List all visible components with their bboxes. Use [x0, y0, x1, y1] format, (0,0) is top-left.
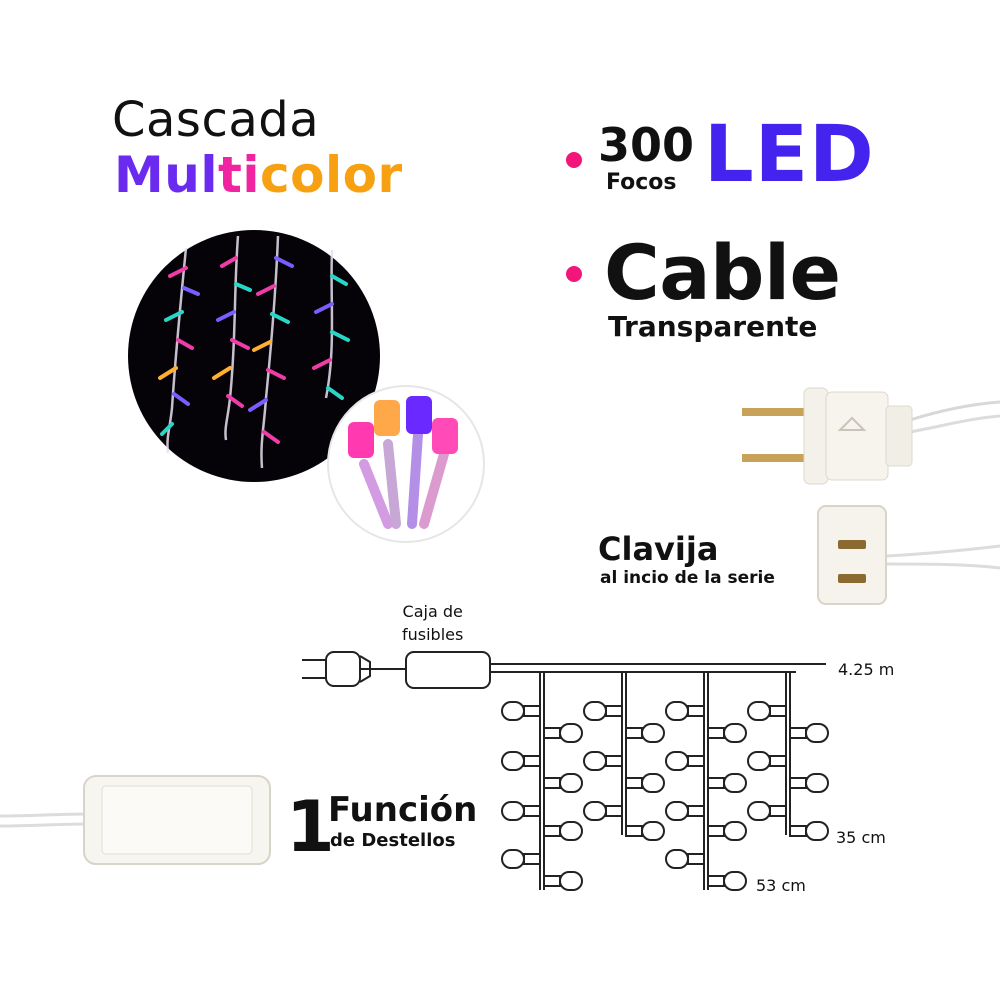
product-photo-circle: [128, 230, 380, 482]
led-unit: Focos: [606, 170, 677, 195]
female-plug-icon: [817, 505, 1000, 605]
clavija-sub: al incio de la serie: [600, 568, 775, 588]
led-count: 300: [598, 118, 695, 172]
led-label: LED: [704, 110, 875, 200]
title-line-2: Multicolor: [114, 146, 403, 204]
title-line-1: Cascada: [112, 92, 320, 148]
title-segment-3: color: [260, 146, 403, 204]
title-segment-1: Mul: [114, 146, 218, 204]
long-drop-label: 53 cm: [756, 876, 806, 895]
bullet-dot: [566, 266, 582, 282]
wiring-diagram: [302, 651, 829, 891]
led-bulbs-closeup: [327, 385, 485, 543]
male-plug-icon: [742, 387, 1000, 485]
fuse-box-label: Caja de fusibles: [402, 600, 463, 646]
fuse-box-label-text: Caja de fusibles: [402, 602, 464, 644]
cable-sub: Transparente: [608, 310, 818, 343]
short-drop-label: 35 cm: [836, 828, 886, 847]
title-segment-2: ti: [218, 146, 261, 204]
controller-box-icon: [0, 775, 271, 865]
function-label: Función: [328, 790, 478, 830]
bullet-dot: [566, 152, 582, 168]
clavija-label: Clavija: [598, 530, 719, 568]
length-label: 4.25 m: [838, 660, 895, 679]
cable-label: Cable: [604, 228, 841, 317]
function-number: 1: [286, 786, 335, 868]
diagram-plug: [325, 651, 361, 687]
function-sub: de Destellos: [330, 830, 456, 851]
diagram-fuse-box: [405, 651, 491, 689]
